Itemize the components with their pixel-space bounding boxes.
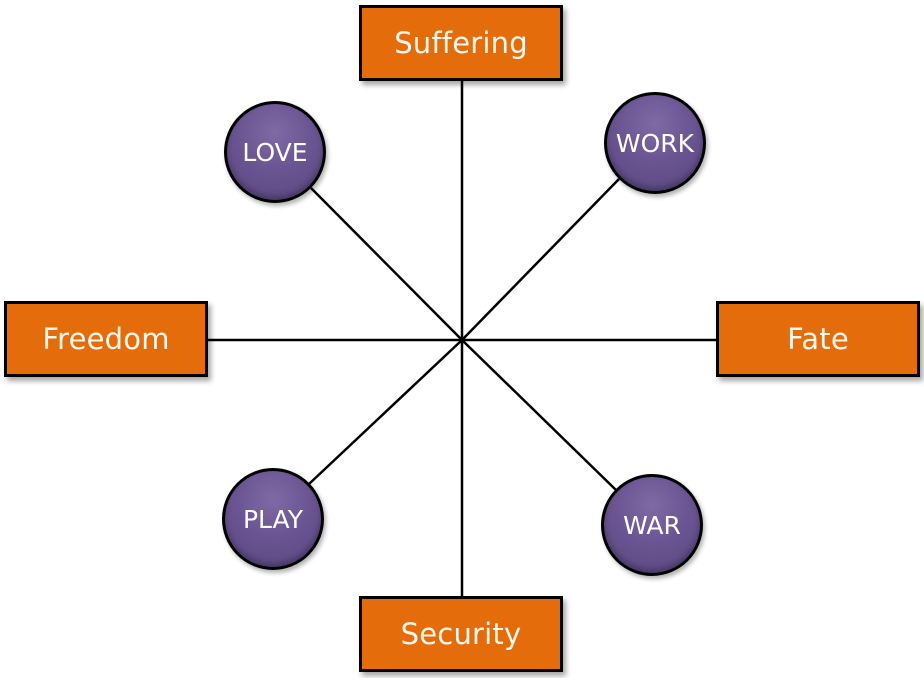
axis-box-suffering: Suffering	[359, 5, 563, 81]
node-label: PLAY	[242, 504, 303, 534]
line-to-play	[308, 339, 463, 485]
line-to-work	[461, 178, 620, 341]
node-label: LOVE	[242, 137, 308, 167]
node-label: WAR	[623, 510, 681, 540]
node-circle-play: PLAY	[222, 468, 324, 570]
node-label: WORK	[615, 128, 695, 158]
node-circle-love: LOVE	[224, 101, 326, 203]
axis-label: Fate	[787, 322, 849, 356]
line-to-love	[310, 187, 463, 341]
axis-label: Suffering	[394, 26, 528, 60]
line-to-war	[461, 339, 617, 491]
node-circle-war: WAR	[601, 474, 703, 576]
axis-box-fate: Fate	[716, 301, 920, 377]
axis-box-freedom: Freedom	[4, 301, 208, 377]
axis-box-security: Security	[359, 596, 563, 672]
axis-label: Security	[400, 617, 522, 651]
axis-label: Freedom	[42, 322, 170, 356]
node-circle-work: WORK	[604, 92, 706, 194]
